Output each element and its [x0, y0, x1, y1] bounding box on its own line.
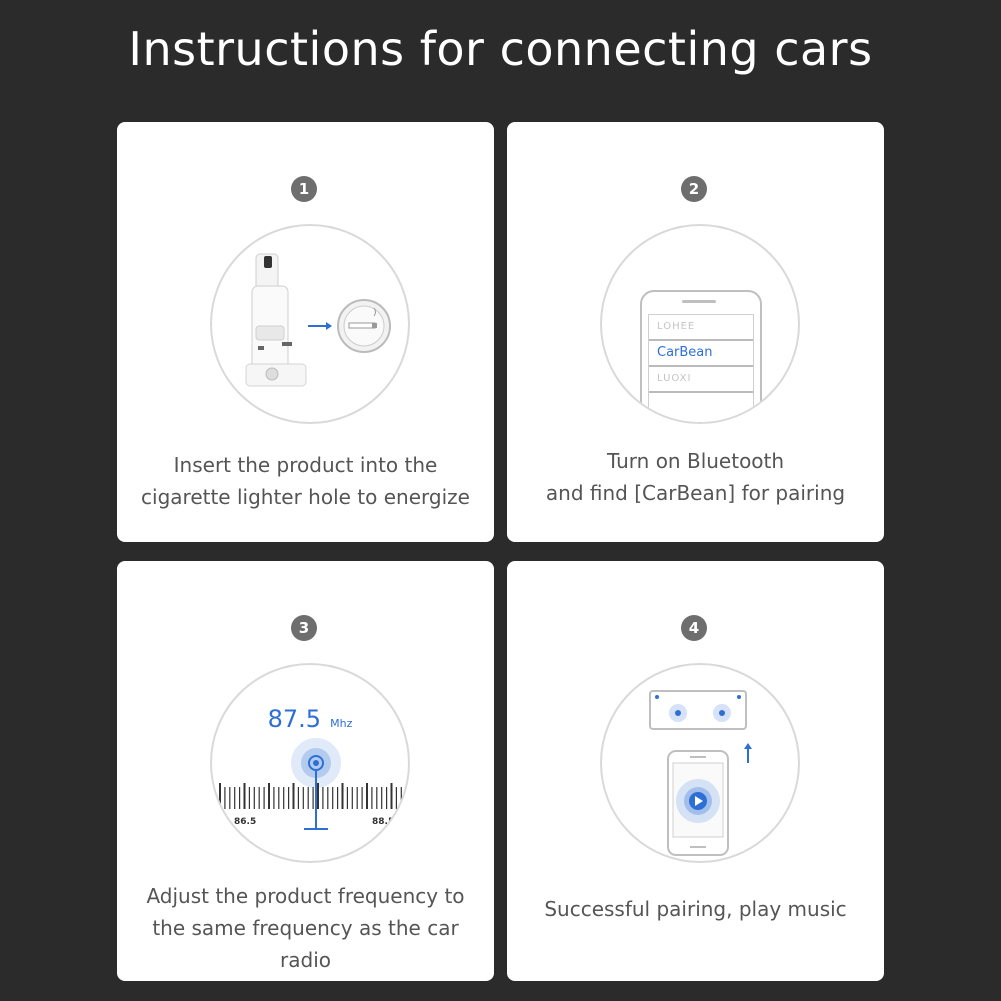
page-title: Instructions for connecting cars: [128, 22, 873, 76]
step-number-badge: 4: [681, 615, 707, 641]
step-number-badge: 1: [291, 176, 317, 202]
list-item[interactable]: LUOXI: [649, 367, 753, 393]
caption-line: Insert the product into the: [173, 453, 438, 477]
frequency-value: 87.5: [267, 705, 322, 733]
arrow-up-icon: [744, 743, 752, 763]
signal-icon: [291, 738, 341, 830]
step-illustration: 87.5 Mhz 86.5 88.5: [210, 663, 410, 863]
frequency-readout: 87.5 Mhz: [212, 705, 408, 733]
list-item-carbean[interactable]: CarBean: [649, 341, 753, 367]
bluetooth-device-list: LOHEE CarBean LUOXI: [648, 314, 754, 422]
step-card-4: 4: [507, 561, 884, 981]
step-number-badge: 3: [291, 615, 317, 641]
step-number-badge: 2: [681, 176, 707, 202]
frequency-unit: Mhz: [330, 717, 353, 730]
step-card-3: 3 87.5 Mhz 86.5 88.5 Adjust the product …: [117, 561, 494, 981]
cigarette-lighter-icon: [337, 299, 391, 353]
play-icon: [676, 779, 720, 823]
step-card-1: 1: [117, 122, 494, 542]
caption-line: and find [CarBean] for pairing: [545, 481, 846, 505]
caption-line: the same frequency as the car radio: [152, 916, 459, 972]
frequency-scale: [219, 783, 402, 809]
step-caption: Adjust the product frequency to the same…: [127, 880, 484, 976]
step-illustration: [600, 663, 800, 863]
caption-line: Adjust the product frequency to: [146, 884, 465, 908]
scale-min-label: 86.5: [234, 817, 257, 827]
fm-transmitter-icon: [245, 253, 307, 387]
step-caption: Turn on Bluetooth and find [CarBean] for…: [517, 445, 874, 509]
car-stereo-icon: [649, 690, 747, 730]
step-caption: Successful pairing, play music: [517, 893, 874, 925]
caption-line: Turn on Bluetooth: [606, 449, 785, 473]
caption-line: Successful pairing, play music: [544, 897, 847, 921]
step-illustration: LOHEE CarBean LUOXI: [600, 224, 800, 424]
arrow-right-icon: [308, 322, 332, 330]
scale-max-label: 88.5: [372, 817, 395, 827]
list-item[interactable]: LOHEE: [649, 315, 753, 341]
caption-line: cigarette lighter hole to energize: [141, 485, 470, 509]
step-card-2: 2 LOHEE CarBean LUOXI Turn on Bluetooth …: [507, 122, 884, 542]
phone-icon: LOHEE CarBean LUOXI: [640, 290, 762, 422]
step-caption: Insert the product into the cigarette li…: [127, 449, 484, 513]
step-illustration: [210, 224, 410, 424]
